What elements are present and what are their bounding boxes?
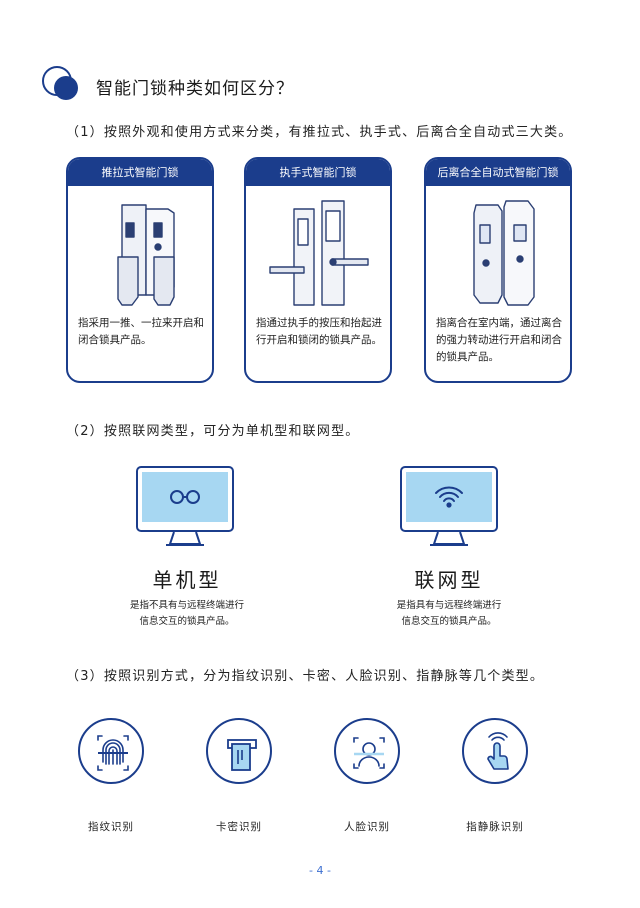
method-label-vein: 指静脉识别 xyxy=(466,821,524,833)
fingerprint-icon xyxy=(97,735,129,771)
card-push-pull: 推拉式智能门锁 指采用一推、一拉来开启和闭合锁具产品。 xyxy=(66,157,214,383)
card-title: 执手式智能门锁 xyxy=(246,159,390,186)
method-label-face: 人脸识别 xyxy=(344,821,390,833)
heading-icon xyxy=(42,66,82,102)
method-label-card: 卡密识别 xyxy=(216,821,262,833)
card-title: 后离合全自动式智能门锁 xyxy=(426,159,570,186)
glasses-icon xyxy=(170,490,200,504)
handle-lock-icon xyxy=(246,197,390,307)
push-pull-lock-icon xyxy=(68,197,212,307)
page-number: - 4 - xyxy=(309,864,331,877)
face-scan-icon xyxy=(353,737,385,769)
monitor-standalone-icon xyxy=(136,466,234,548)
card-icon xyxy=(227,739,257,771)
page-title: 智能门锁种类如何区分？ xyxy=(96,79,294,99)
card-auto: 后离合全自动式智能门锁 指离合在室内端，通过离合的强力转动进行开启和闭合的锁具产… xyxy=(424,157,572,383)
card-desc: 指离合在室内端，通过离合的强力转动进行开启和闭合的锁具产品。 xyxy=(436,317,562,363)
fingerprint-circle xyxy=(78,718,144,784)
section-3-intro: （3）按照识别方式，分为指纹识别、卡密、人脸识别、指静脉等几个类型。 xyxy=(66,669,545,684)
type-title-networked: 联网型 xyxy=(414,568,484,592)
type-desc-networked: 是指具有与远程终端进行 信息交互的锁具产品。 xyxy=(396,600,502,627)
card-desc: 指通过执手的按压和抬起进行开启和锁闭的锁具产品。 xyxy=(256,317,382,346)
card-circle xyxy=(206,718,272,784)
card-title: 推拉式智能门锁 xyxy=(68,159,212,186)
monitor-networked-icon xyxy=(400,466,498,548)
type-desc-standalone: 是指不具有与远程终端进行 信息交互的锁具产品。 xyxy=(129,600,244,627)
method-label-fingerprint: 指纹识别 xyxy=(88,821,134,833)
card-handle: 执手式智能门锁 指通过执手的按压和抬起进行开启和锁闭的锁具产品。 xyxy=(244,157,392,383)
vein-circle xyxy=(462,718,528,784)
finger-touch-icon xyxy=(487,732,509,770)
wifi-icon xyxy=(435,486,463,508)
section-1-intro: （1）按照外观和使用方式来分类，有推拉式、执手式、后离合全自动式三大类。 xyxy=(66,125,573,140)
type-title-standalone: 单机型 xyxy=(152,568,222,592)
auto-lock-icon xyxy=(426,197,570,307)
card-desc: 指采用一推、一拉来开启和闭合锁具产品。 xyxy=(78,317,204,346)
section-2-intro: （2）按照联网类型，可分为单机型和联网型。 xyxy=(66,424,360,439)
face-circle xyxy=(334,718,400,784)
